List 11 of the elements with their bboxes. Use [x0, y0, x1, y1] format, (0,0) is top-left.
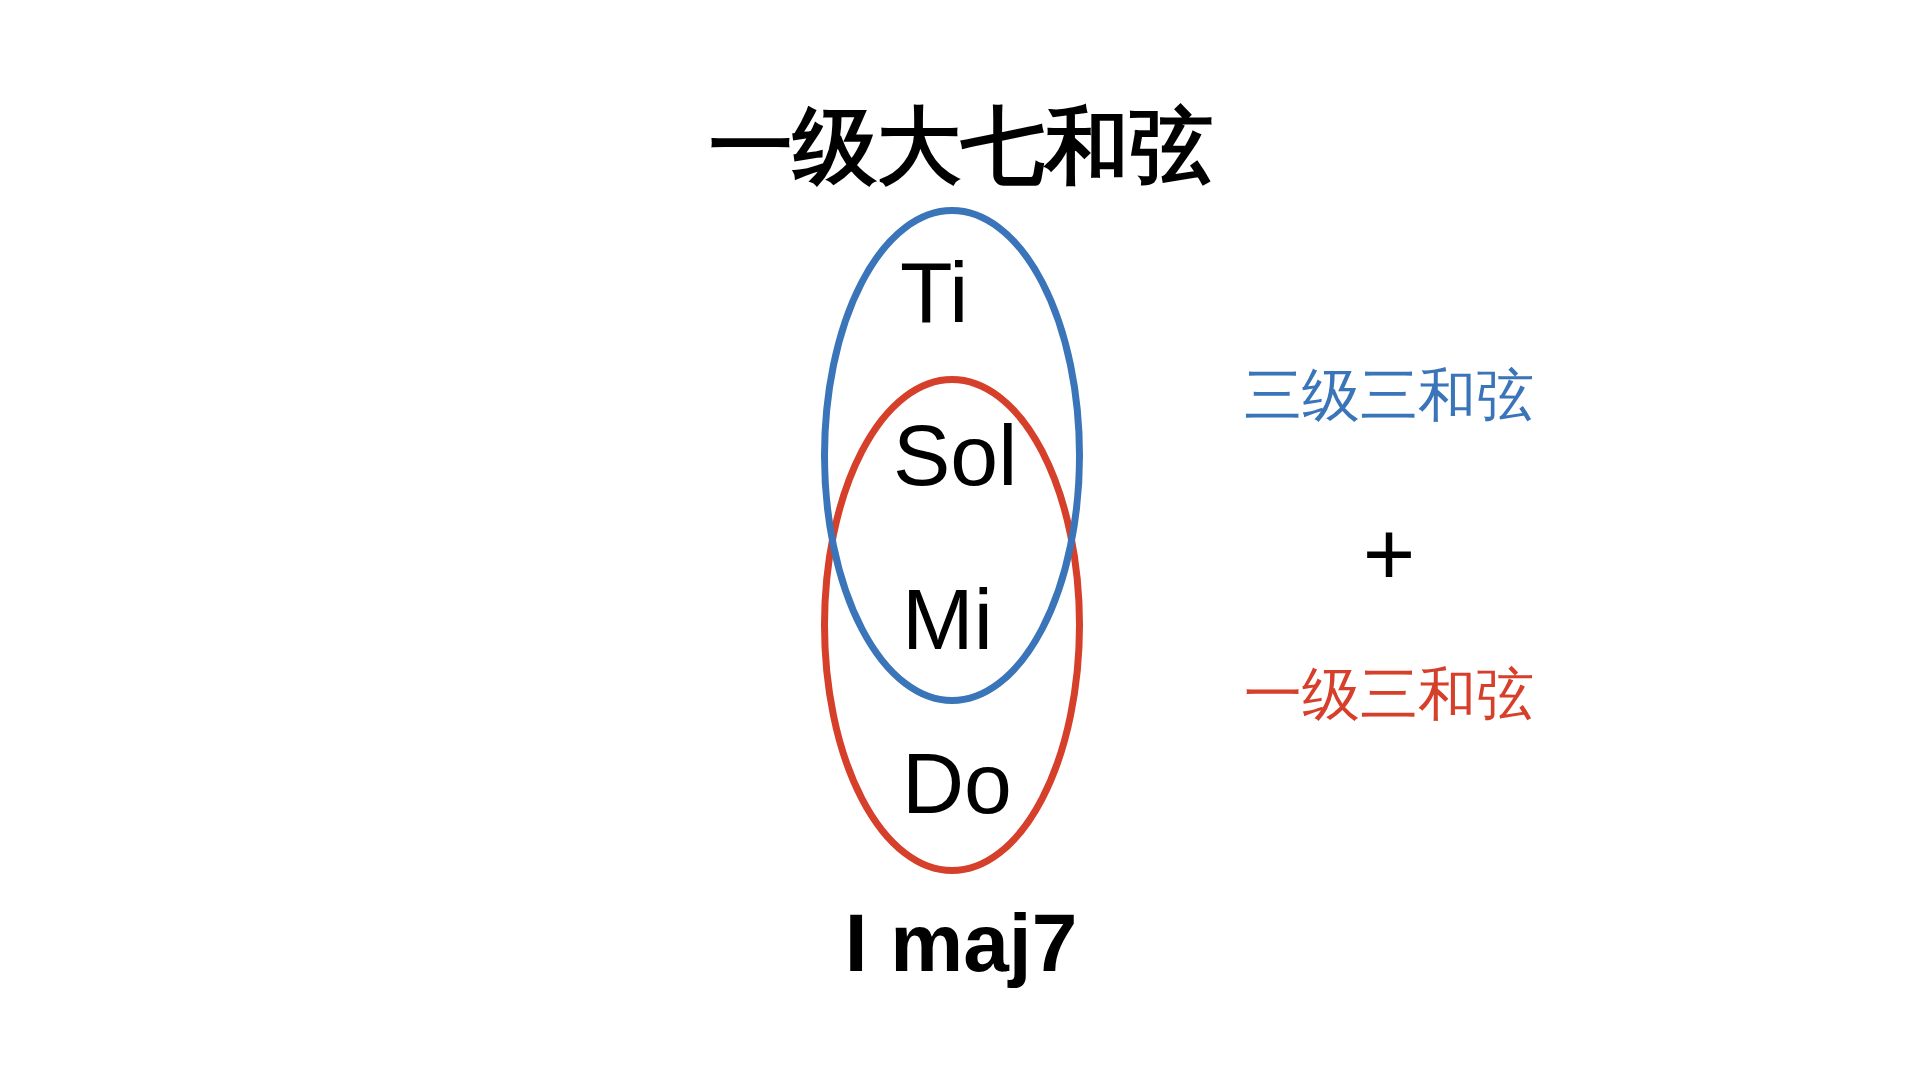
chord-label: 三级三和弦: [1244, 361, 1534, 430]
ellipse-outline: [821, 376, 1083, 874]
chord-label: 一级三和弦: [1244, 660, 1534, 729]
note-label: Mi: [902, 585, 993, 654]
note-label: Do: [902, 749, 1012, 818]
diagram-title: 一级大七和弦: [709, 97, 1213, 195]
chord-symbol-caption: I maj7: [844, 896, 1078, 990]
ellipse-outline: [821, 207, 1083, 704]
note-label: Ti: [900, 258, 969, 327]
note-label: Sol: [893, 421, 1018, 490]
plus-sign: +: [1362, 509, 1416, 599]
